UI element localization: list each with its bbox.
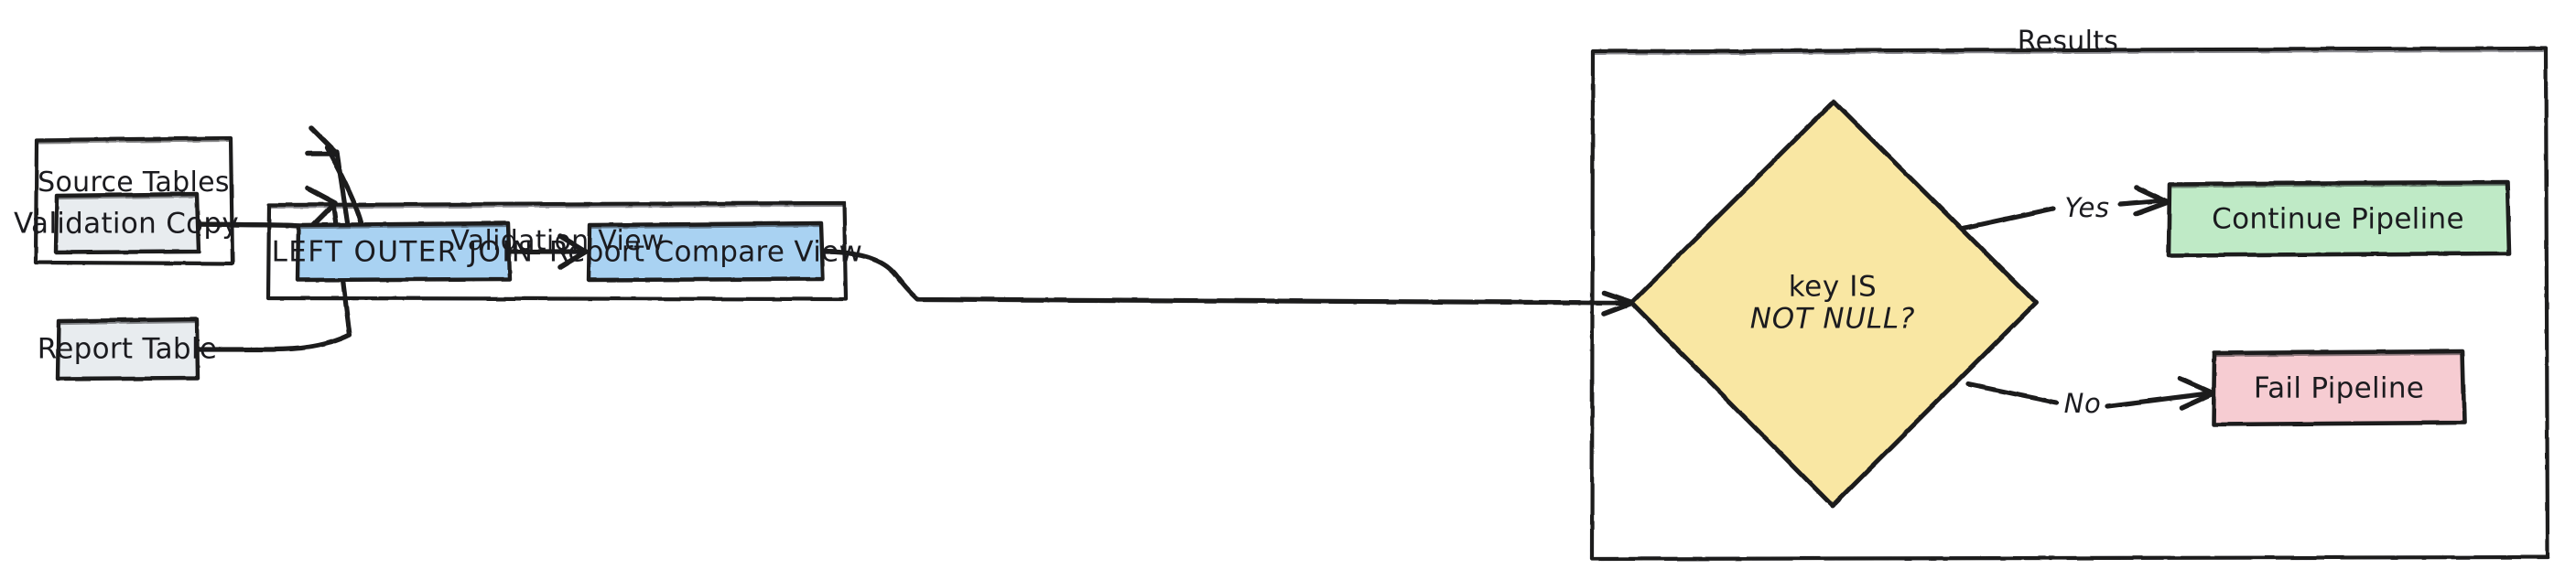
edge-yes [1958,198,2166,231]
arrowhead-into-compare [557,233,589,270]
group-validation-view [265,200,849,302]
edge-no [1965,381,2212,409]
node-report-table[interactable] [55,317,200,381]
group-source-tables [33,135,235,266]
arrowhead-into-join-top [305,125,340,156]
node-report-compare-view[interactable] [586,220,826,283]
group-results [1589,46,2550,562]
node-continue-pipeline[interactable] [2166,179,2512,258]
node-key-is-not-null[interactable] [1629,99,2039,509]
node-validation-copy[interactable] [53,191,201,255]
edge-compare-to-decision [819,249,1632,306]
edge-report-table-to-join [194,200,352,352]
node-left-outer-join[interactable] [295,220,513,283]
node-fail-pipeline[interactable] [2211,349,2467,427]
arrowhead-into-join-bottom [305,186,338,228]
